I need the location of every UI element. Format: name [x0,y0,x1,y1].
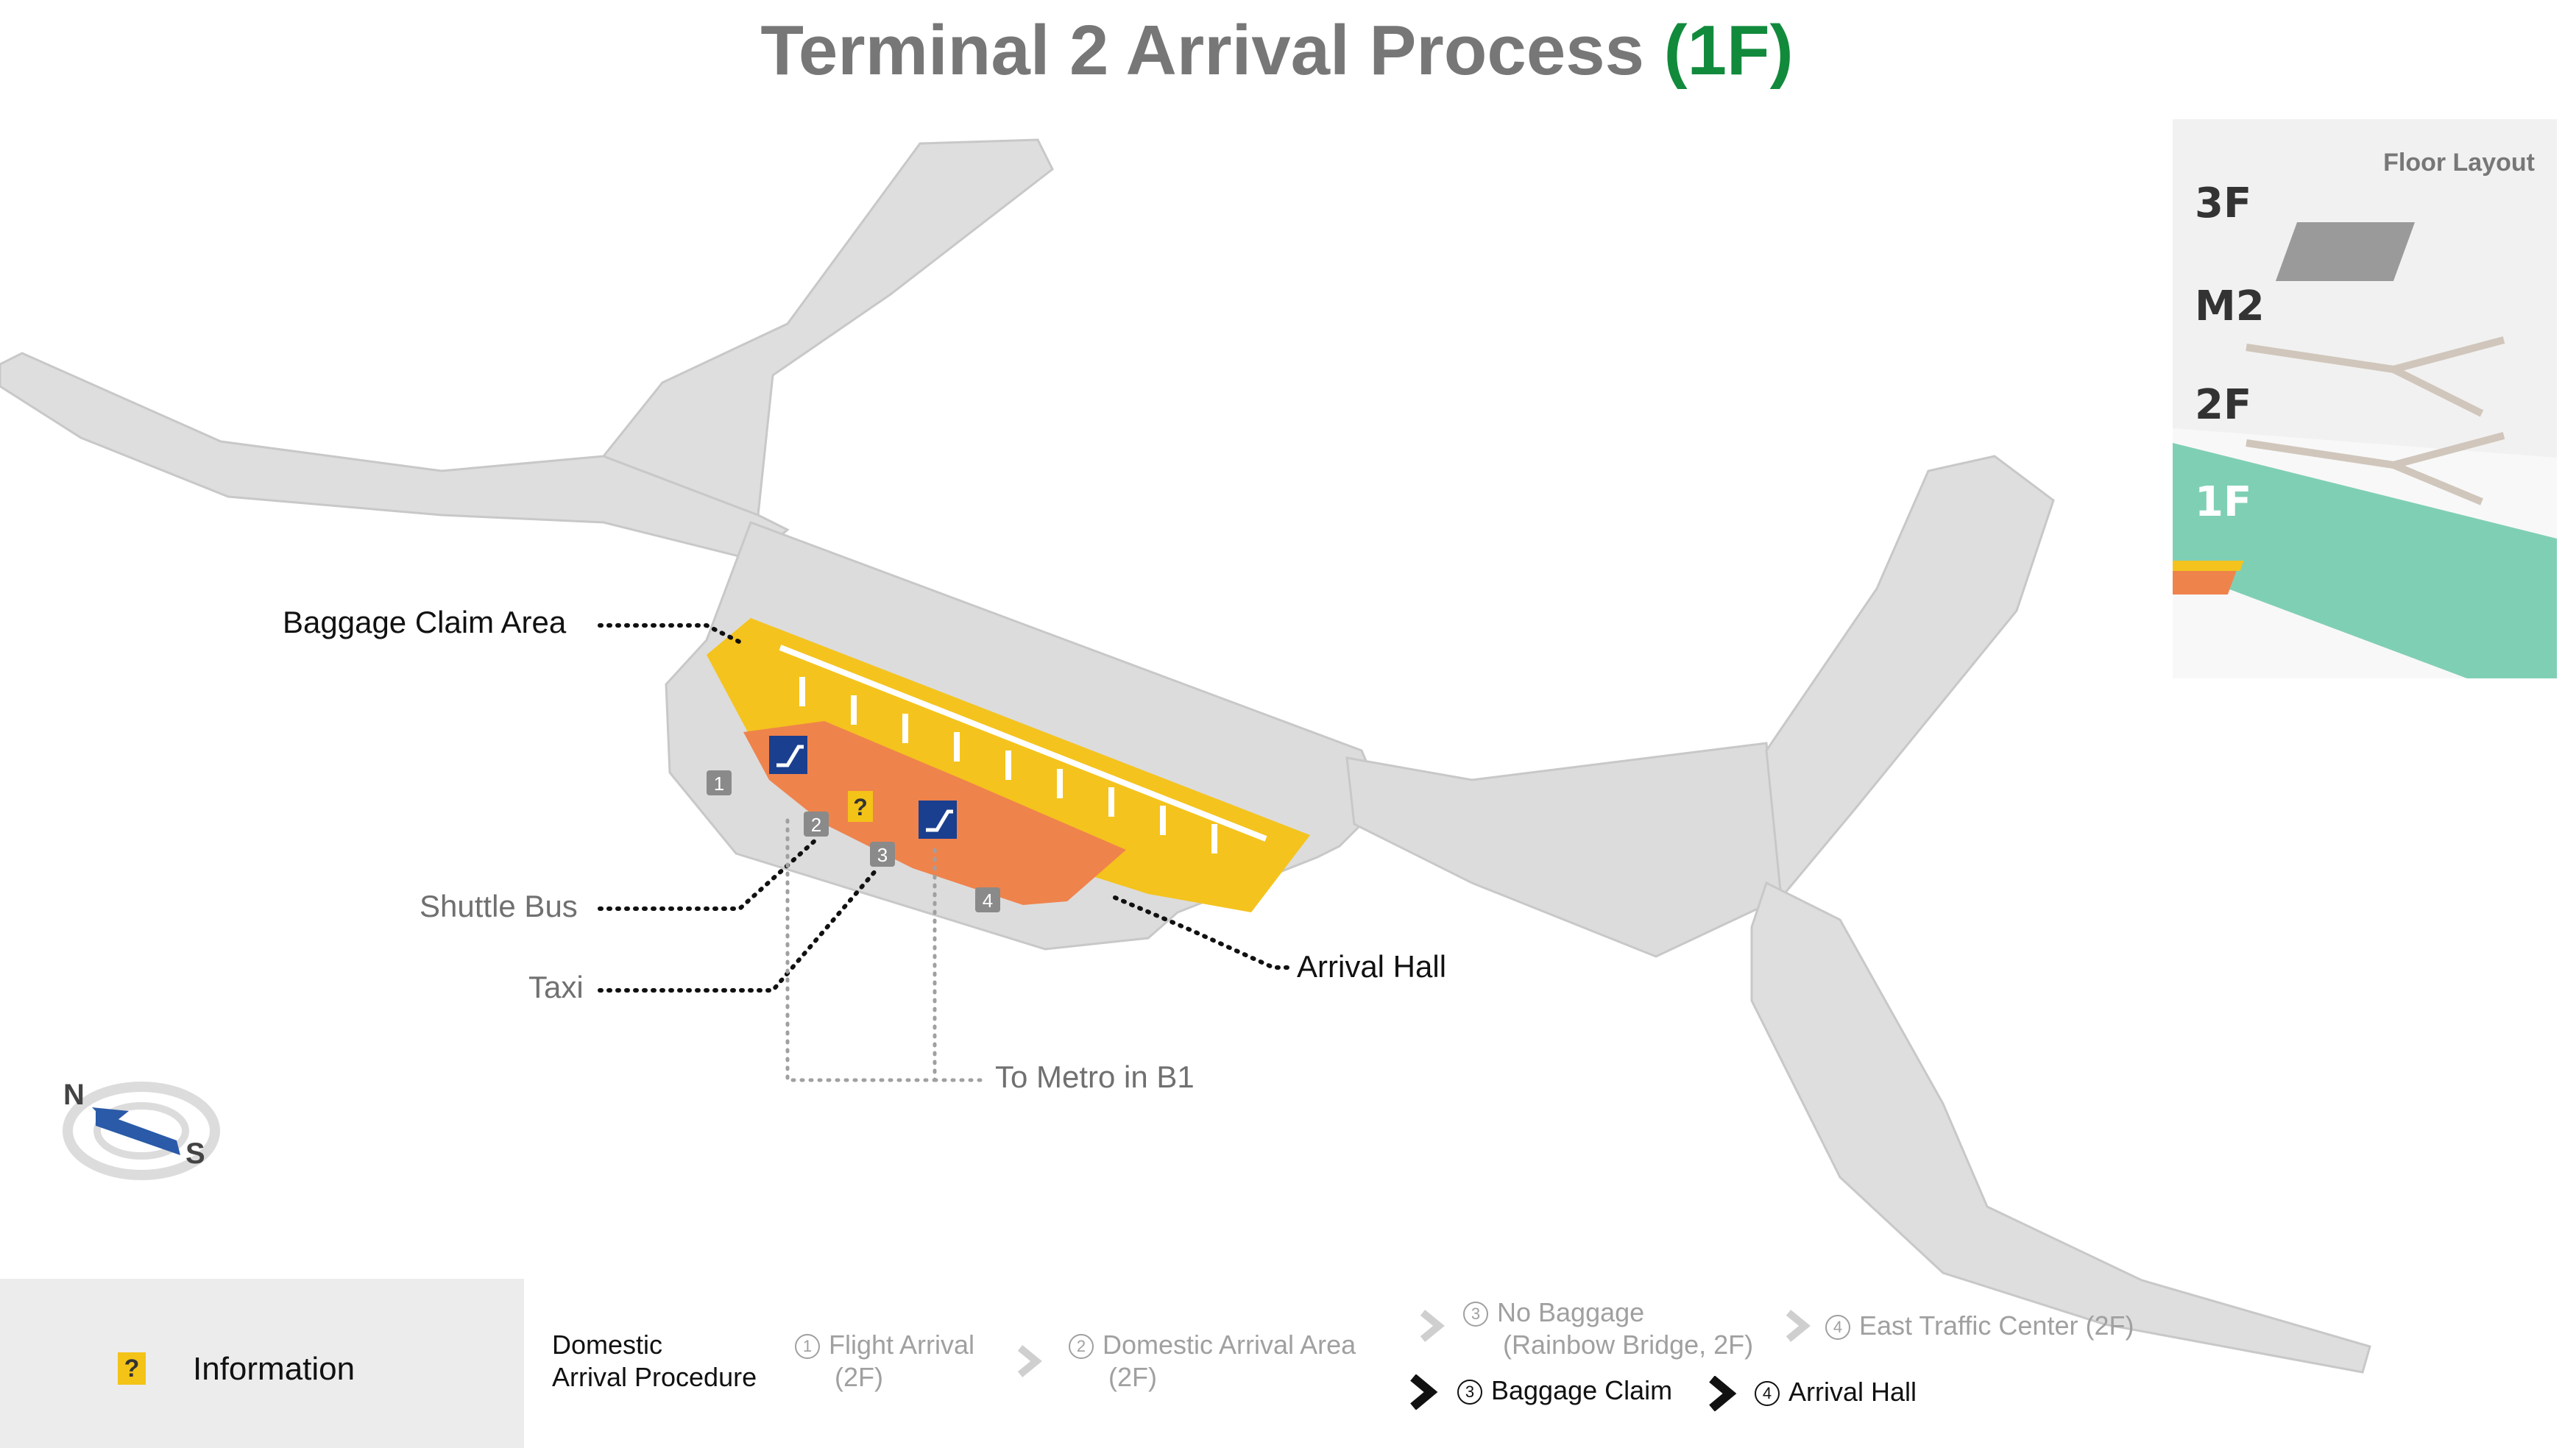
baggage-claim-label: Baggage Claim Area [283,605,567,639]
escalator-icon-1 [769,736,807,774]
step1-number: 1 [795,1334,820,1360]
step3b-label: Baggage Claim [1491,1375,1673,1405]
info-icon-text: ? [853,794,868,820]
shuttle-bus-label: Shuttle Bus [420,889,578,923]
step-arrival-hall: 4 Arrival Hall [1755,1376,1917,1408]
step2-number: 2 [1069,1334,1094,1360]
page-title: Terminal 2 Arrival Process (1F) [0,10,2554,91]
chevron-right-icon [1410,1374,1438,1410]
arrival-hall-label: Arrival Hall [1297,949,1447,984]
floor-layout-graphic [2173,222,2557,678]
to-metro-label: To Metro in B1 [995,1060,1195,1094]
procedure-heading-line2: Arrival Procedure [552,1362,757,1392]
step3a-number: 3 [1463,1302,1488,1327]
step-no-baggage: 3 No Baggage (Rainbow Bridge, 2F) [1463,1296,1753,1361]
info-icon [848,791,873,822]
exit-marker-1-text: 1 [714,773,724,795]
floor-m2[interactable]: M2 [2195,283,2265,330]
step-east-traffic-center: 4 East Traffic Center (2F) [1825,1310,2134,1342]
procedure-heading: Domestic Arrival Procedure [552,1329,757,1394]
compass-icon [63,1082,220,1180]
floor-2f[interactable]: 2F [2195,381,2252,429]
step2-label: Domestic Arrival Area [1103,1330,1356,1360]
floor-layout-panel: Floor Layout 3F M2 2F 1F [2173,119,2557,678]
legend-box [0,1279,524,1448]
compass-north: N [63,1079,85,1111]
step-domestic-arrival: 2 Domestic Arrival Area (2F) [1069,1329,1356,1394]
floor-1f[interactable]: 1F [2195,478,2252,526]
legend-info-icon: ? [118,1352,146,1385]
step4a-label: East Traffic Center (2F) [1859,1310,2134,1341]
step3a-sublabel: (Rainbow Bridge, 2F) [1503,1330,1754,1360]
step2-sublabel: (2F) [1108,1362,1157,1392]
east-connector[interactable] [1345,742,1783,958]
step1-label: Flight Arrival [829,1330,975,1360]
exit-marker-3-text: 3 [877,844,888,866]
floor-layout-title: Floor Layout [2383,149,2535,177]
northwest-wing[interactable] [601,138,1054,517]
exit-marker-2[interactable] [804,812,829,837]
step4b-label: Arrival Hall [1788,1377,1917,1407]
step3b-number: 3 [1457,1380,1482,1405]
step4b-number: 4 [1755,1381,1780,1407]
baggage-carousels [779,645,1267,853]
step1-sublabel: (2F) [835,1362,883,1392]
west-wing[interactable] [0,352,790,561]
exit-marker-4[interactable] [975,887,1000,912]
chevron-right-icon [1017,1345,1042,1377]
taxi-label: Taxi [528,970,584,1004]
step-baggage-claim: 3 Baggage Claim [1457,1374,1672,1407]
escalator-icon-2 [919,801,957,839]
leader-lines [598,623,1290,1082]
step4a-number: 4 [1825,1315,1850,1341]
legend-info-label: Information [193,1351,355,1387]
chevron-right-icon [1786,1310,1811,1342]
exit-marker-3[interactable] [870,842,895,867]
step-flight-arrival: 1 Flight Arrival (2F) [795,1329,974,1394]
exit-marker-1[interactable] [707,770,732,795]
step3a-label: No Baggage [1497,1297,1645,1327]
floor-3f[interactable]: 3F [2195,180,2252,227]
compass-south: S [185,1138,205,1170]
exit-marker-2-text: 2 [811,814,821,836]
title-main: Terminal 2 Arrival Process [760,11,1664,90]
chevron-right-icon [1709,1376,1737,1411]
chevron-right-icon [1420,1310,1445,1342]
exit-marker-4-text: 4 [983,890,993,912]
title-floor: (1F) [1663,11,1794,90]
procedure-heading-line1: Domestic [552,1330,663,1360]
southeast-wing[interactable] [1750,881,2371,1374]
northeast-wing[interactable] [1765,455,2055,901]
